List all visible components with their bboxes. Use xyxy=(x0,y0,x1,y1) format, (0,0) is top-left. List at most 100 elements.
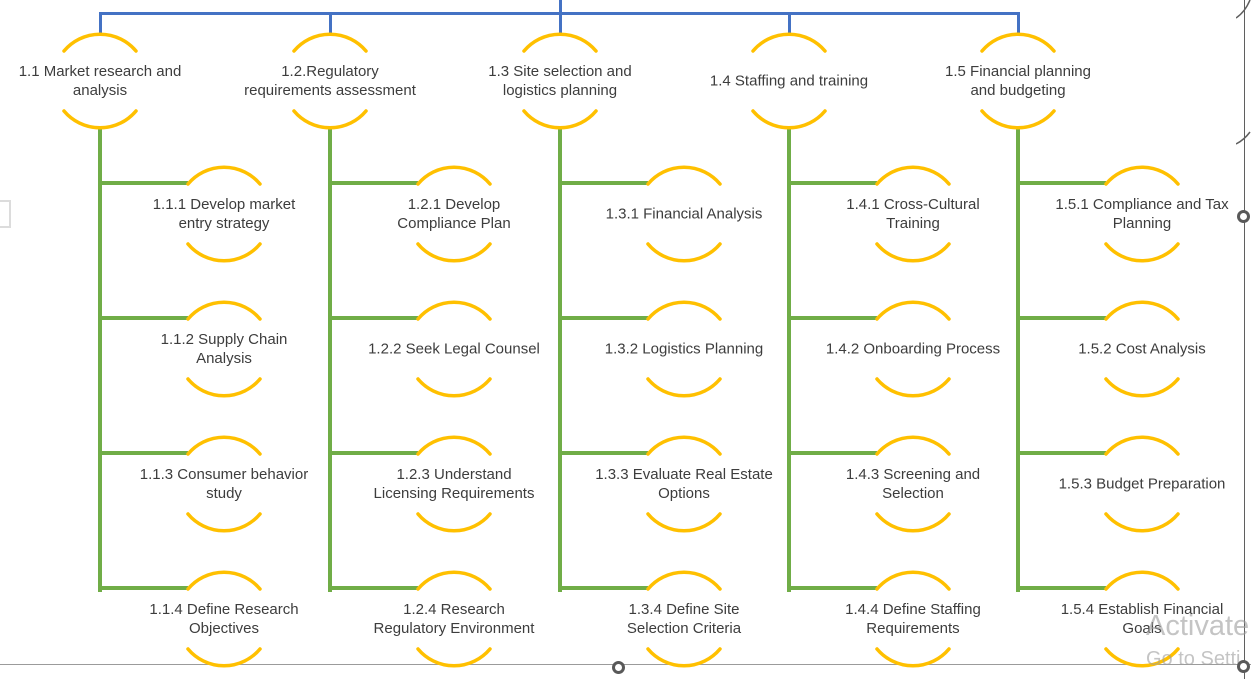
wbs-subnode-label: 1.3.2 Logistics Planning xyxy=(604,340,764,358)
wbs-subnode[interactable]: 1.3.4 Define Site Selection Criteria xyxy=(624,569,744,669)
connector-level2-branch xyxy=(1018,451,1106,455)
partial-panel-edge xyxy=(0,200,11,228)
connector-level2-branch xyxy=(330,316,418,320)
wbs-subnode-label: 1.3.4 Define Site Selection Criteria xyxy=(626,601,742,637)
wbs-subnode[interactable]: 1.5.4 Establish Financial Goals xyxy=(1061,569,1223,669)
connector-level2-branch xyxy=(560,316,648,320)
connector-level1-drop xyxy=(329,12,332,34)
connector-level2-branch xyxy=(560,451,648,455)
connector-level2-trunk xyxy=(328,128,332,592)
wbs-node[interactable]: 1.5 Financial planning and budgeting xyxy=(945,31,1091,131)
wbs-subnode-label: 1.2.3 Understand Licensing Requirements xyxy=(373,466,535,502)
wbs-subnode-label: 1.5.4 Establish Financial Goals xyxy=(1060,601,1224,637)
wbs-subnode[interactable]: 1.2.4 Research Regulatory Environment xyxy=(374,569,534,669)
wbs-subnode[interactable]: 1.1.1 Develop market entry strategy xyxy=(153,164,295,264)
wbs-subnode-label: 1.4.3 Screening and Selection xyxy=(845,466,981,502)
resize-handle-middle-right[interactable] xyxy=(1237,210,1250,223)
node-arc-icon xyxy=(62,32,138,130)
connector-level2-branch xyxy=(789,586,877,590)
node-arc-icon xyxy=(416,435,492,533)
connector-level2-branch xyxy=(100,451,188,455)
wbs-subnode[interactable]: 1.5.2 Cost Analysis xyxy=(1078,299,1206,399)
connector-level2-branch xyxy=(330,586,418,590)
wbs-subnode-label: 1.5.2 Cost Analysis xyxy=(1078,340,1206,358)
wbs-node[interactable]: 1.4 Staffing and training xyxy=(710,31,868,131)
wbs-subnode[interactable]: 1.2.1 Develop Compliance Plan xyxy=(394,164,514,264)
border-curve-artifact-mid xyxy=(1236,131,1251,145)
wbs-subnode-label: 1.1.3 Consumer behavior study xyxy=(139,466,309,502)
wbs-subnode[interactable]: 1.1.2 Supply Chain Analysis xyxy=(161,299,287,399)
wbs-node-label: 1.5 Financial planning and budgeting xyxy=(945,63,1091,99)
connector-level2-branch xyxy=(1018,316,1106,320)
wbs-subnode-label: 1.4.4 Define Staffing Requirements xyxy=(845,601,981,637)
wbs-node-label: 1.1 Market research and analysis xyxy=(18,63,182,99)
connector-level2-branch xyxy=(789,451,877,455)
node-arc-icon xyxy=(416,165,492,263)
wbs-subnode[interactable]: 1.4.1 Cross-Cultural Training xyxy=(846,164,980,264)
wbs-subnode-label: 1.1.4 Define Research Objectives xyxy=(149,601,299,637)
connector-level2-branch xyxy=(789,316,877,320)
wbs-subnode-label: 1.2.4 Research Regulatory Environment xyxy=(373,601,535,637)
wbs-subnode[interactable]: 1.4.4 Define Staffing Requirements xyxy=(845,569,981,669)
wbs-subnode[interactable]: 1.3.3 Evaluate Real Estate Options xyxy=(595,434,773,534)
wbs-subnode[interactable]: 1.5.1 Compliance and Tax Planning xyxy=(1055,164,1229,264)
node-arc-icon xyxy=(292,32,368,130)
connector-level2-branch xyxy=(100,586,188,590)
pane-right-border xyxy=(1244,0,1245,679)
connector-level2-trunk xyxy=(98,128,102,592)
wbs-node-label: 1.4 Staffing and training xyxy=(709,72,869,90)
connector-level2-trunk xyxy=(787,128,791,592)
node-arc-icon xyxy=(646,300,722,398)
wbs-node[interactable]: 1.3 Site selection and logistics plannin… xyxy=(488,31,632,131)
node-arc-icon xyxy=(186,570,262,668)
wbs-subnode[interactable]: 1.5.3 Budget Preparation xyxy=(1059,434,1225,534)
connector-level1-drop xyxy=(1017,12,1020,34)
wbs-node[interactable]: 1.2.Regulatory requirements assessment xyxy=(244,31,416,131)
wbs-subnode[interactable]: 1.3.2 Logistics Planning xyxy=(605,299,763,399)
wbs-subnode[interactable]: 1.4.2 Onboarding Process xyxy=(826,299,1000,399)
node-arc-icon xyxy=(875,165,951,263)
wbs-subnode-label: 1.2.2 Seek Legal Counsel xyxy=(368,340,540,358)
wbs-subnode[interactable]: 1.3.1 Financial Analysis xyxy=(606,164,762,264)
wbs-subnode[interactable]: 1.1.4 Define Research Objectives xyxy=(149,569,299,669)
node-arc-icon xyxy=(875,570,951,668)
connector-level2-branch xyxy=(789,181,877,185)
wbs-subnode[interactable]: 1.1.3 Consumer behavior study xyxy=(140,434,308,534)
node-arc-icon xyxy=(1104,570,1180,668)
connector-level2-branch xyxy=(100,316,188,320)
wbs-subnode[interactable]: 1.2.2 Seek Legal Counsel xyxy=(368,299,540,399)
connector-level2-branch xyxy=(100,181,188,185)
node-arc-icon xyxy=(186,300,262,398)
connector-level2-trunk xyxy=(1016,128,1020,592)
wbs-subnode-label: 1.4.2 Onboarding Process xyxy=(825,340,1001,358)
wbs-subnode-label: 1.3.3 Evaluate Real Estate Options xyxy=(595,466,773,502)
wbs-subnode-label: 1.4.1 Cross-Cultural Training xyxy=(846,196,980,232)
resize-handle-bottom-center[interactable] xyxy=(612,661,625,674)
connector-root-stub xyxy=(559,0,562,12)
wbs-subnode-label: 1.5.1 Compliance and Tax Planning xyxy=(1055,196,1229,232)
windows-activate-watermark-line1: Activate xyxy=(1146,610,1250,642)
connector-level2-branch xyxy=(560,181,648,185)
connector-level2-branch xyxy=(1018,586,1106,590)
wbs-node-label: 1.2.Regulatory requirements assessment xyxy=(244,63,416,99)
wbs-subnode[interactable]: 1.2.3 Understand Licensing Requirements xyxy=(374,434,534,534)
border-curve-artifact-top xyxy=(1236,0,1251,19)
resize-handle-bottom-right[interactable] xyxy=(1237,660,1250,673)
windows-activate-watermark-line2: Go to Setti xyxy=(1146,648,1241,670)
node-arc-icon xyxy=(1104,300,1180,398)
node-arc-icon xyxy=(980,32,1056,130)
wbs-subnode-label: 1.1.2 Supply Chain Analysis xyxy=(160,331,288,367)
connector-level2-trunk xyxy=(558,128,562,592)
wbs-subnode[interactable]: 1.4.3 Screening and Selection xyxy=(846,434,980,534)
node-arc-icon xyxy=(1104,165,1180,263)
wbs-subnode-label: 1.2.1 Develop Compliance Plan xyxy=(397,196,511,232)
wbs-subnode-label: 1.3.1 Financial Analysis xyxy=(605,205,763,223)
wbs-node[interactable]: 1.1 Market research and analysis xyxy=(19,31,181,131)
node-arc-icon xyxy=(646,165,722,263)
connector-level1-drop xyxy=(788,12,791,34)
connector-level1-drop xyxy=(99,12,102,34)
node-arc-icon xyxy=(646,570,722,668)
connector-level1-drop xyxy=(559,12,562,34)
node-arc-icon xyxy=(416,570,492,668)
